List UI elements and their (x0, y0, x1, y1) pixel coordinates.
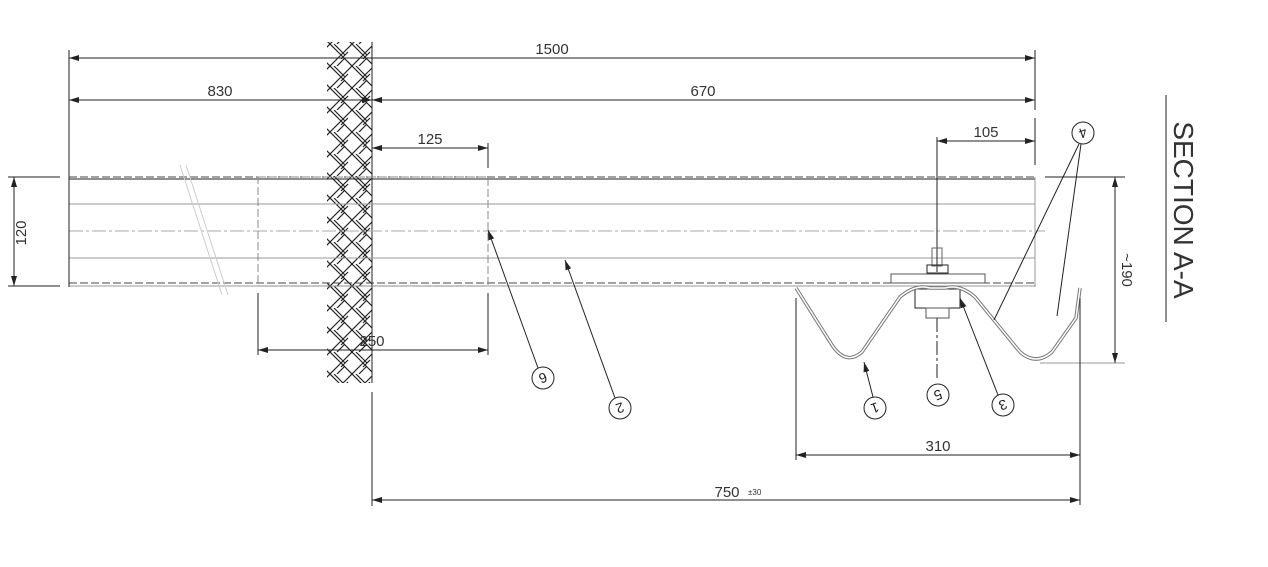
bolt-assembly (890, 247, 986, 380)
dim-250: 250 (257, 293, 489, 355)
svg-text:2: 2 (613, 399, 626, 417)
balloon-2: 2 (564, 259, 632, 420)
svg-text:6: 6 (536, 369, 549, 387)
svg-text:1: 1 (868, 399, 881, 417)
balloon-4: 4 (993, 121, 1095, 321)
balloon-6: 6 (487, 229, 555, 390)
balloon-5: 5 (926, 383, 950, 407)
dim-830: 830 (69, 83, 372, 103)
dim-125: 125 (372, 131, 489, 168)
guardrail-profile (794, 285, 1082, 361)
svg-text:830: 830 (207, 83, 232, 100)
svg-text:310: 310 (925, 438, 950, 455)
svg-text:750: 750 (714, 484, 739, 501)
svg-text:120: 120 (13, 220, 30, 245)
svg-text:1500: 1500 (535, 41, 568, 58)
beam (68, 164, 1045, 296)
section-title: SECTION A-A (1168, 121, 1199, 299)
svg-text:±30: ±30 (748, 488, 762, 497)
svg-text:670: 670 (690, 83, 715, 100)
dim-120: 120 (8, 176, 60, 287)
svg-text:~190: ~190 (1118, 253, 1135, 287)
sleeve (257, 176, 489, 287)
svg-text:250: 250 (359, 333, 384, 350)
svg-text:125: 125 (417, 131, 442, 148)
svg-text:3: 3 (996, 396, 1009, 414)
balloon-1: 1 (863, 361, 887, 420)
svg-text:4: 4 (1076, 124, 1089, 142)
svg-text:5: 5 (931, 386, 944, 404)
dim-310: 310 (795, 298, 1081, 505)
dim-105: 105 (936, 118, 1036, 272)
svg-text:105: 105 (973, 124, 998, 141)
dim-190: ~190 (1040, 176, 1135, 364)
dim-1500: 1500 (68, 41, 1036, 177)
balloon-3: 3 (959, 297, 1015, 417)
dim-750: 750 ±30 (371, 392, 1080, 506)
dim-670: 670 (372, 83, 1035, 103)
wall-hatch (327, 42, 372, 383)
